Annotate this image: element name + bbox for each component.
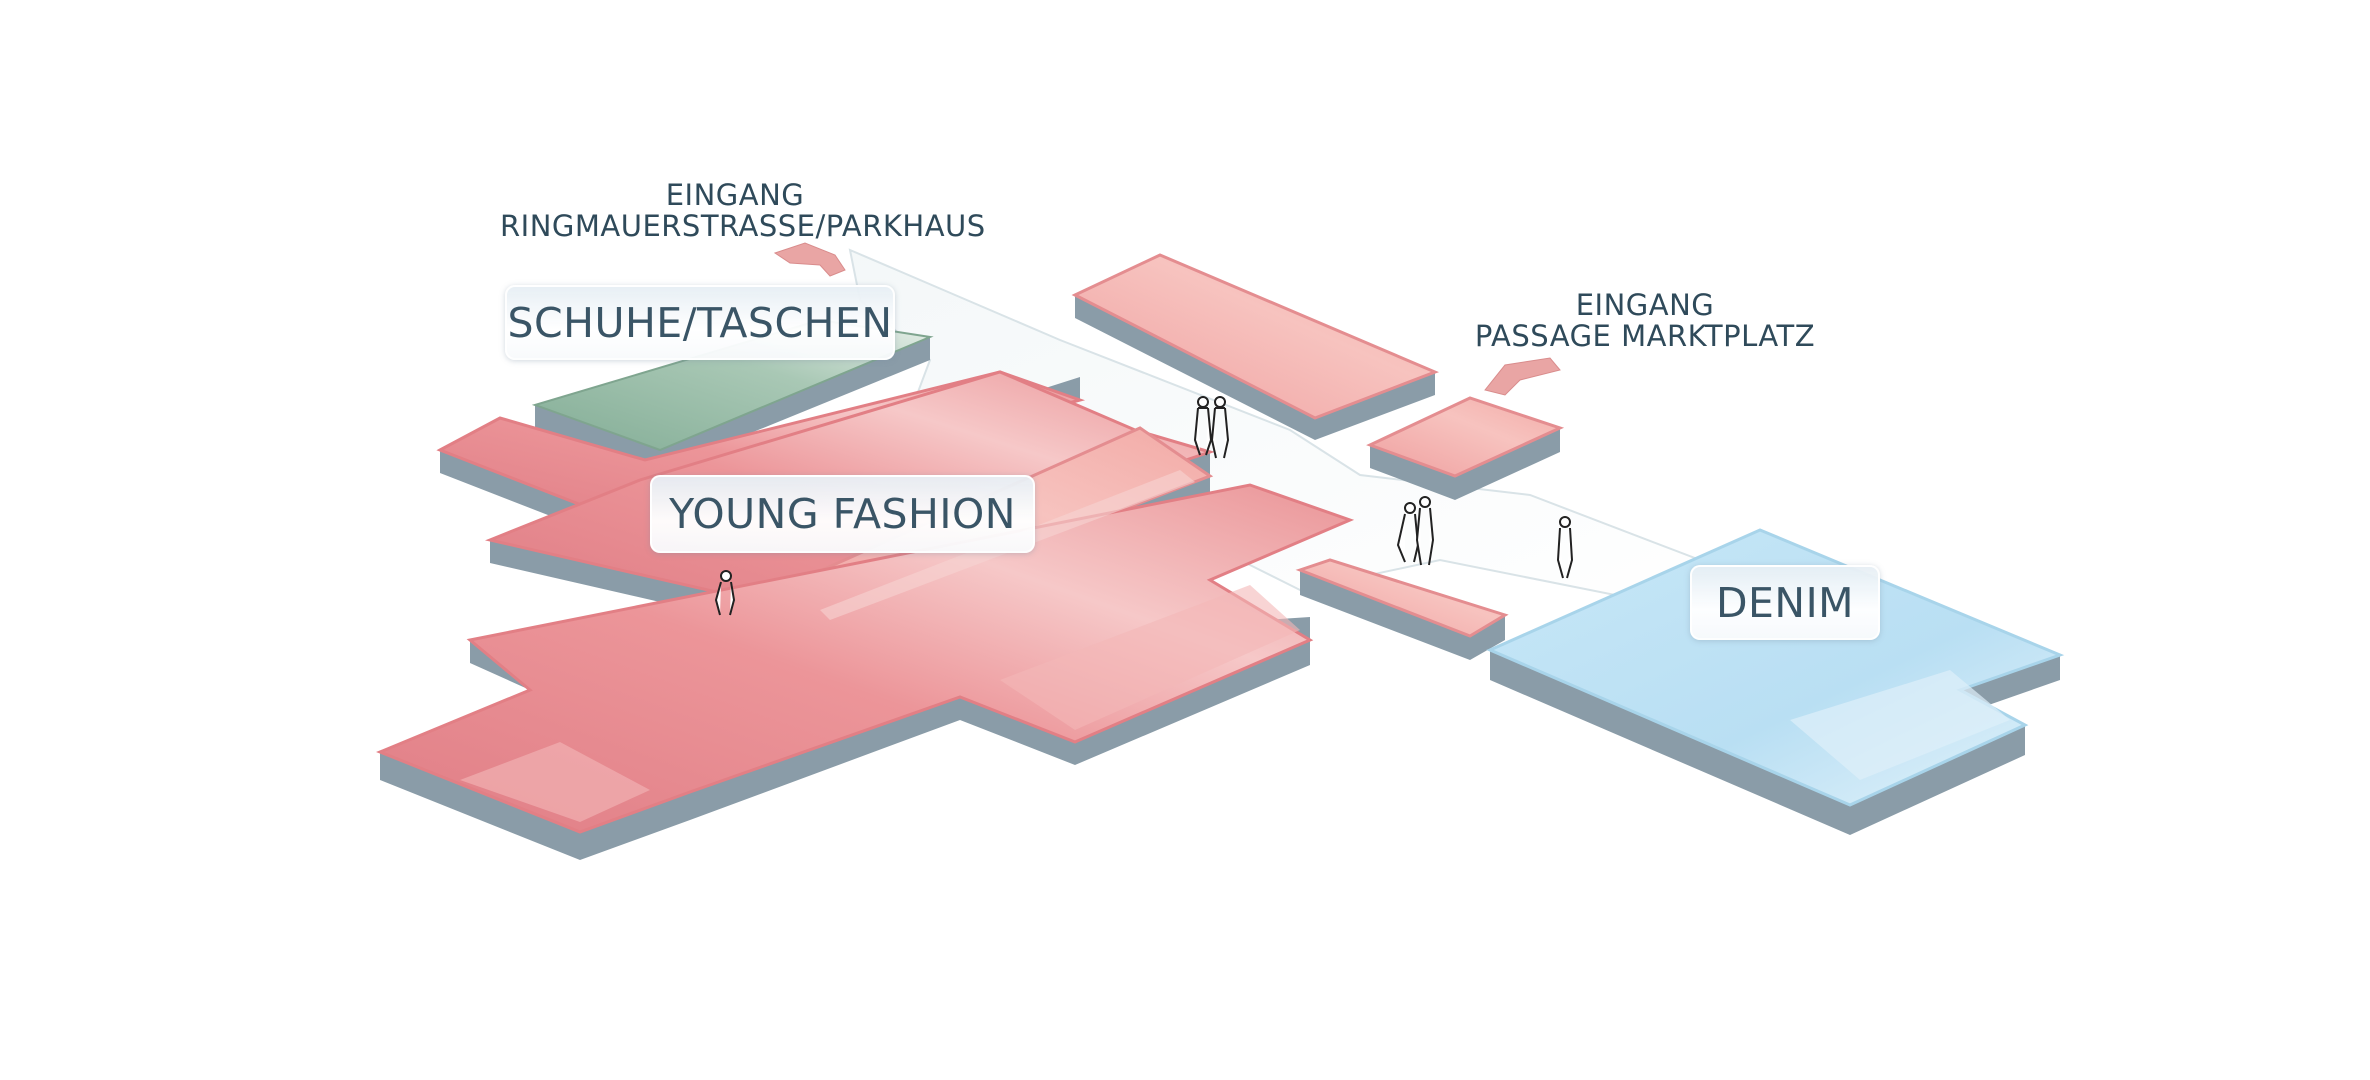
department-label-young-fashion[interactable]: YOUNG FASHION bbox=[650, 475, 1035, 553]
entrance-title: EINGANG bbox=[665, 178, 805, 212]
floor-block-denim-entrance bbox=[1295, 558, 1509, 660]
entrance-location: PASSAGE MARKTPLATZ bbox=[1474, 319, 1816, 353]
arrow-icon bbox=[773, 242, 846, 277]
department-label-denim[interactable]: DENIM bbox=[1690, 565, 1880, 640]
floor-block-top-center bbox=[1071, 253, 1440, 440]
entrance-label-passage: EINGANG PASSAGE MARKTPLATZ bbox=[1470, 290, 1820, 352]
floor-block-denim bbox=[1486, 528, 2065, 835]
person-icon bbox=[1193, 396, 1230, 459]
entrance-title: EINGANG bbox=[1575, 288, 1715, 322]
arrow-icon bbox=[1484, 357, 1561, 396]
entrance-location: RINGMAUERSTRASSE/PARKHAUS bbox=[500, 209, 986, 243]
person-icon bbox=[1556, 516, 1574, 579]
department-label-shoes-bags[interactable]: SCHUHE/TASCHEN bbox=[505, 285, 895, 360]
person-icon bbox=[714, 570, 736, 616]
entrance-label-ringmauer: EINGANG RINGMAUERSTRASSE/PARKHAUS bbox=[500, 178, 986, 243]
floor-block-right-small bbox=[1366, 396, 1565, 500]
person-icon bbox=[1396, 496, 1435, 566]
